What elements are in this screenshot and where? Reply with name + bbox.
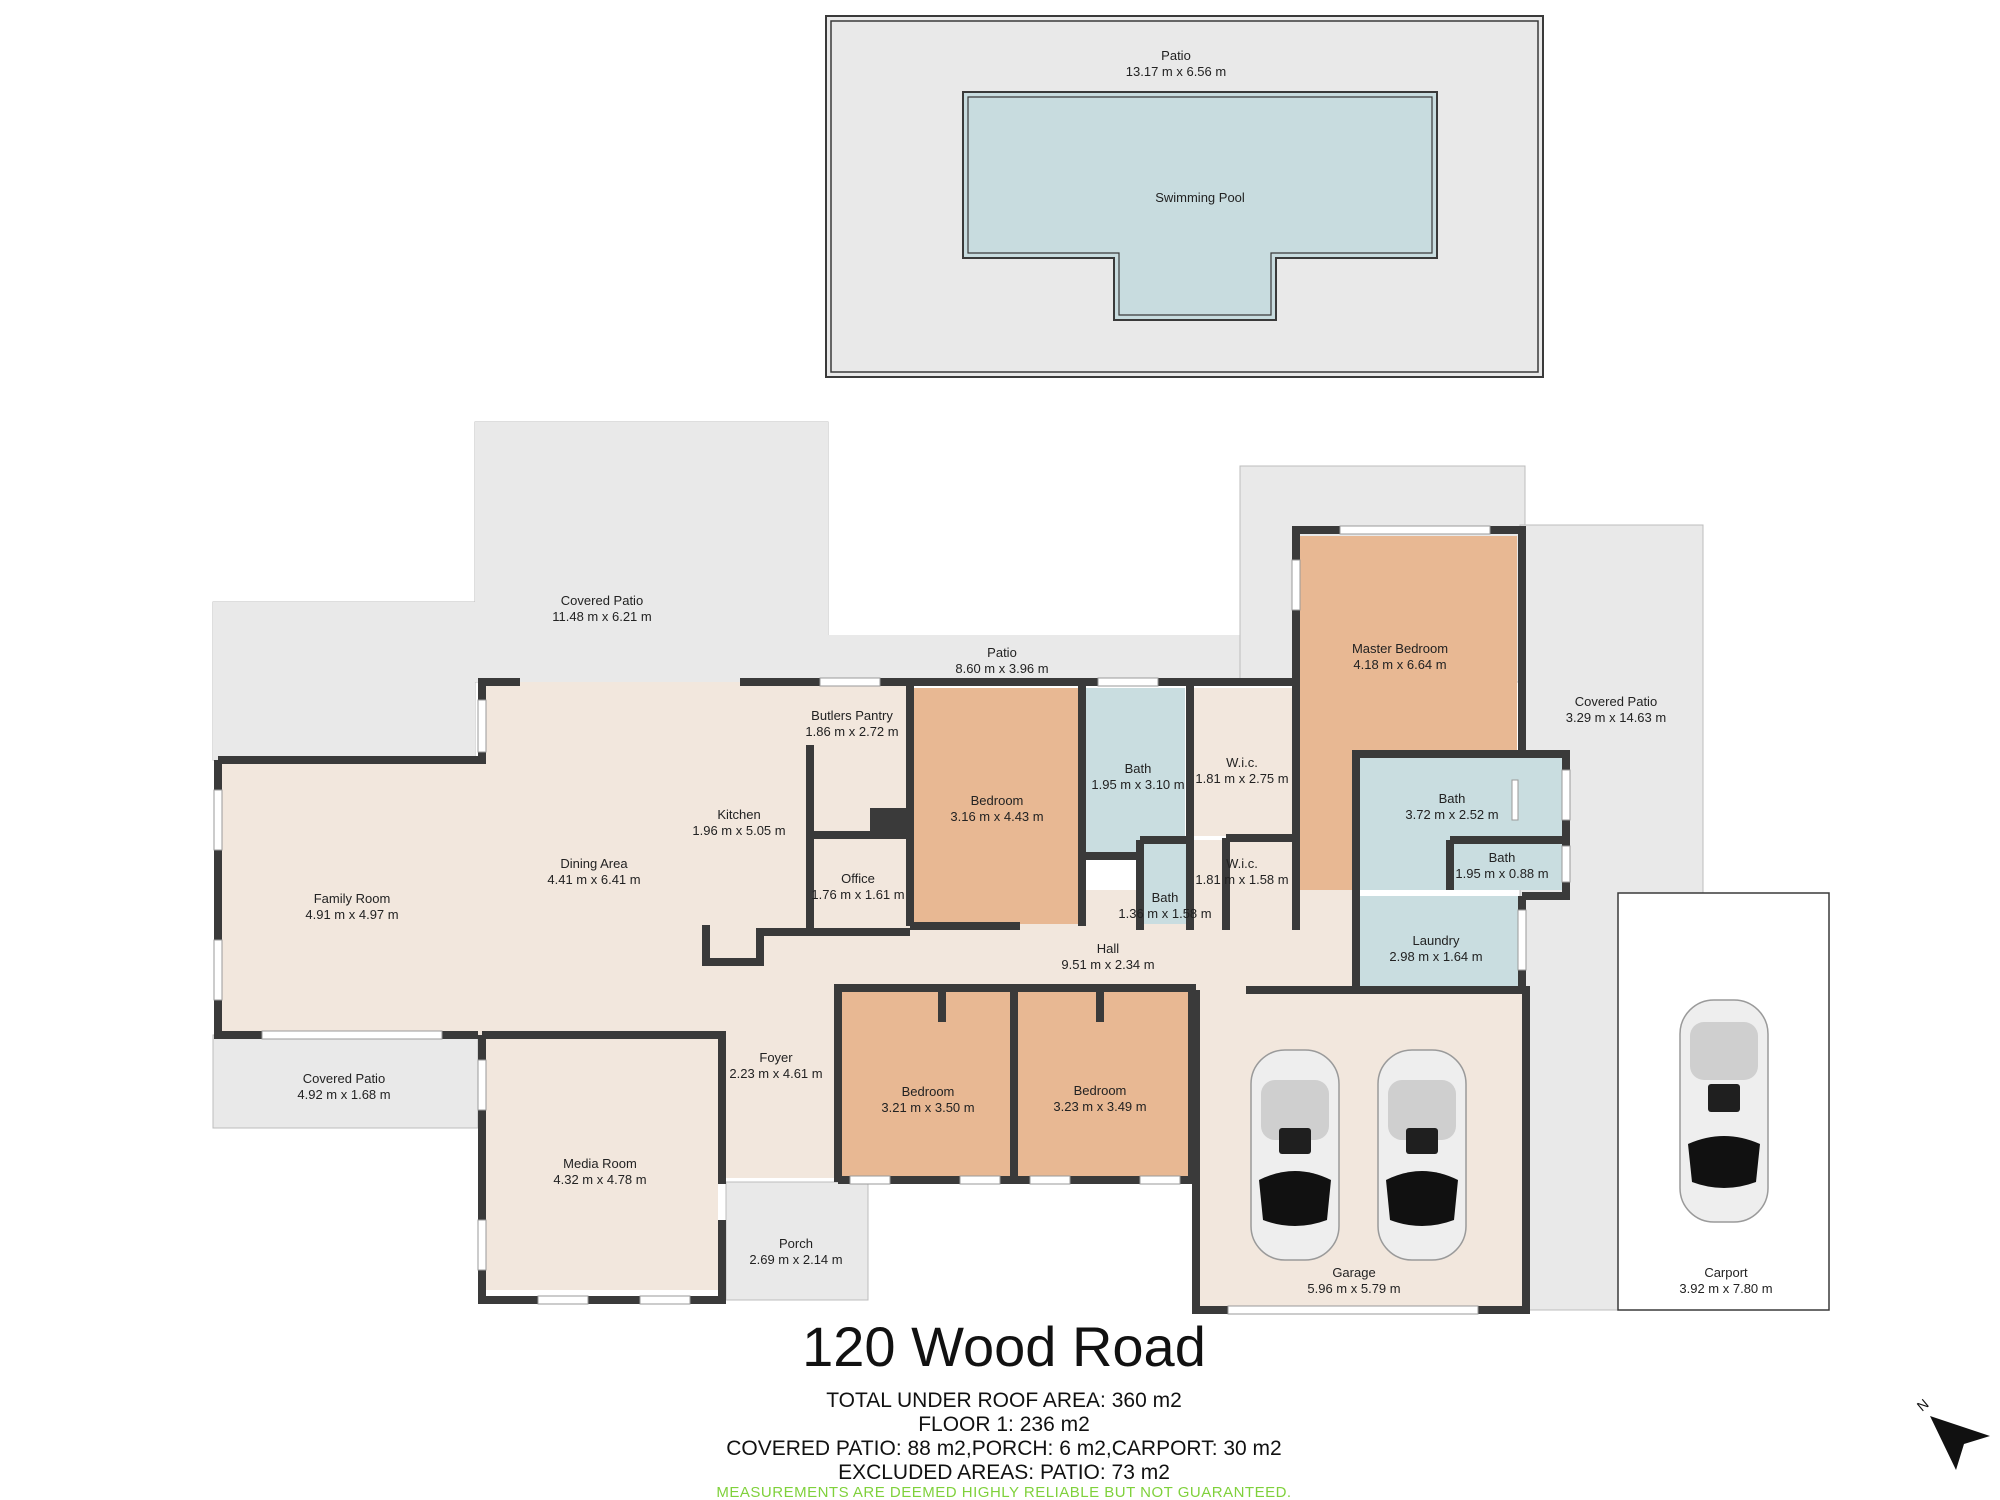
address-title: 120 Wood Road <box>802 1315 1206 1378</box>
compass-label: N <box>1914 1396 1932 1415</box>
bedroom-3-floor <box>1017 992 1189 1178</box>
total-area: TOTAL UNDER ROOF AREA: 360 m2 <box>826 1389 1182 1412</box>
bedroom-1-floor <box>910 688 1080 924</box>
swimming-pool <box>962 91 1438 321</box>
windows <box>213 525 1571 1315</box>
excluded-areas: EXCLUDED AREAS: PATIO: 73 m2 <box>838 1461 1170 1484</box>
covered-areas: COVERED PATIO: 88 m2,PORCH: 6 m2,CARPORT… <box>726 1437 1281 1460</box>
porch-area <box>725 1181 869 1301</box>
floor-area: FLOOR 1: 236 m2 <box>918 1413 1090 1436</box>
room-label: Swimming Pool <box>1155 190 1245 205</box>
car-icon <box>1679 999 1769 1223</box>
car-icon <box>1250 1049 1340 1261</box>
laundry-floor <box>1356 896 1519 986</box>
car-icon <box>1377 1049 1467 1261</box>
bath-1-floor <box>1086 688 1185 854</box>
bedroom-2-floor <box>840 992 1011 1178</box>
pool-area <box>825 15 1544 378</box>
walls <box>214 526 1570 1314</box>
compass-icon: N <box>1914 1396 1990 1470</box>
room-label: W.i.c.1.81 m x 2.75 m <box>1195 755 1288 786</box>
patio-mid-area <box>828 635 1240 682</box>
ensuite-floor <box>1356 754 1562 890</box>
garage-floor <box>1196 990 1522 1308</box>
room-label: W.i.c.1.81 m x 1.58 m <box>1195 856 1288 887</box>
interior-floor <box>218 536 1562 1308</box>
main-interior <box>218 682 1300 1290</box>
covered-patio-small-area <box>212 1034 479 1129</box>
disclaimer: MEASUREMENTS ARE DEEMED HIGHLY RELIABLE … <box>716 1484 1291 1500</box>
